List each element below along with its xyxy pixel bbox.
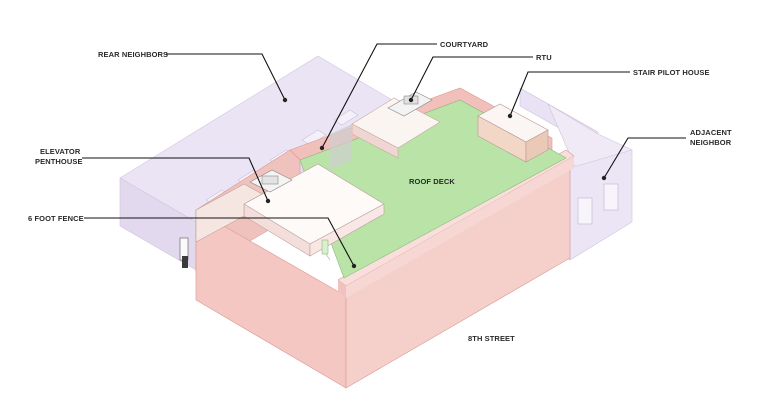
leader-dot-rtu [408, 97, 414, 103]
labels: REAR NEIGHBORS COURTYARD RTU STAIR PILOT… [28, 40, 732, 343]
leader-rear-neighbors [166, 53, 286, 101]
label-street: 8TH STREET [468, 334, 515, 343]
label-adjacent-neighbor-line2: NEIGHBOR [690, 138, 732, 147]
label-rtu: RTU [536, 53, 552, 62]
leader-courtyard [321, 43, 437, 149]
label-elevator-penthouse-line1: ELEVATOR [40, 147, 81, 156]
leader-dot-elevator-penthouse [265, 198, 271, 204]
label-courtyard: COURTYARD [440, 40, 489, 49]
label-rear-neighbors: REAR NEIGHBORS [98, 50, 168, 59]
label-elevator-penthouse-line2: PENTHOUSE [35, 157, 83, 166]
leader-six-foot-fence [84, 217, 355, 267]
label-six-foot-fence: 6 FOOT FENCE [28, 214, 84, 223]
label-roof-deck: ROOF DECK [409, 177, 455, 186]
leader-elevator-penthouse [82, 157, 269, 202]
stair-pilot-house [477, 103, 549, 163]
elevator-penthouse [195, 163, 385, 257]
leader-dot-six-foot-fence [351, 263, 357, 269]
leader-dot-stair-pilot-house [507, 113, 513, 119]
label-stair-pilot-house: STAIR PILOT HOUSE [633, 68, 710, 77]
leader-adjacent-neighbor [603, 137, 686, 179]
leader-stair-pilot-house [509, 71, 630, 117]
leader-dot-courtyard [319, 145, 325, 151]
leader-rtu [410, 56, 533, 101]
leader-lines [82, 43, 686, 269]
courtyard-block [330, 91, 441, 170]
leader-dot-rear-neighbors [282, 97, 288, 103]
label-adjacent-neighbor-line1: ADJACENT [690, 128, 732, 137]
leader-dot-adjacent-neighbor [601, 175, 607, 181]
